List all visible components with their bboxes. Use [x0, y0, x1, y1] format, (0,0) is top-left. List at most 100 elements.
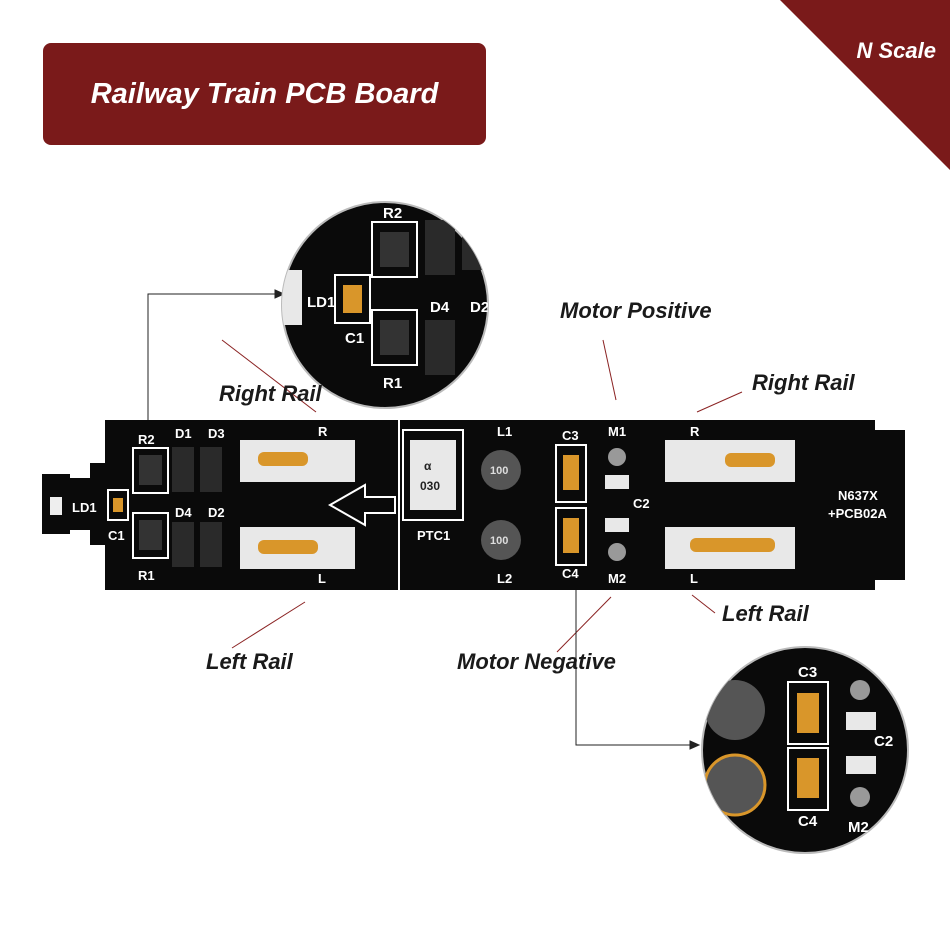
zoom-silk-c2: C2 [874, 733, 893, 750]
zoom-silk-led: LD1 [307, 294, 335, 311]
zoom-d-body [425, 320, 455, 375]
c3-body [563, 455, 579, 490]
ptc-code: 030 [420, 479, 440, 493]
zoom-c1-outline [334, 274, 371, 324]
silk-c3: C3 [562, 428, 579, 443]
zoom-circle-caps: C3 C4 C2 M2 [701, 646, 909, 854]
m2-pad [608, 543, 626, 561]
zoom-silk-r1: R1 [383, 375, 402, 392]
callout-right-rail-right: Right Rail [752, 370, 855, 395]
zoom-m2-pad [850, 787, 870, 807]
silk-l1: L1 [497, 424, 512, 439]
silk-m1: M1 [608, 424, 626, 439]
zoom-c1-body [343, 285, 362, 313]
corner-badge: N Scale [856, 38, 937, 63]
zoom-l1-inductor [705, 680, 765, 740]
callout-left-rail-left: Left Rail [206, 649, 293, 674]
c3-outline [555, 444, 587, 503]
silkscreen: R2 R1 D1 D3 D4 D2 C1 LD1 R L PTC1 L1 L2 … [72, 424, 887, 586]
rail-contact-gold [690, 538, 775, 552]
silk-l2: L2 [497, 571, 512, 586]
zoom-d-body [462, 225, 487, 270]
silk-d2: D2 [208, 505, 225, 520]
r2-body [139, 455, 162, 485]
zoom-r2-body [380, 232, 409, 267]
title-banner: Railway Train PCB Board [43, 43, 486, 145]
zoom-circle-led: LD1 C1 R2 R1 D4 D2 [281, 201, 489, 409]
rail-contact-gold [258, 452, 308, 466]
silk-ptc1: PTC1 [417, 528, 450, 543]
direction-arrow [327, 483, 396, 527]
silk-model-line1: N637X [838, 488, 878, 503]
d3-body [200, 447, 222, 492]
zoom-c3-outline [787, 681, 829, 745]
zoom-connector-led [147, 293, 275, 425]
silk-d3: D3 [208, 426, 225, 441]
silk-m2: M2 [608, 571, 626, 586]
zoom-c4-outline [787, 747, 829, 811]
silk-r-right: R [690, 424, 700, 439]
callout-line-right-rail-right [696, 391, 743, 413]
zoom-silk-r2: R2 [383, 205, 402, 222]
silk-r2: R2 [138, 432, 155, 447]
led-component [50, 497, 62, 515]
components-left [50, 447, 396, 567]
silk-l-left: L [318, 571, 326, 586]
zoom-c2-pad [846, 756, 876, 774]
silk-model-line2: +PCB02A [828, 506, 887, 521]
rail-pads-left [240, 440, 355, 569]
c1-body [113, 498, 123, 512]
silk-c2: C2 [633, 496, 650, 511]
c1-outline [107, 489, 129, 521]
zoom-c4-body [797, 758, 819, 798]
silk-d4: D4 [175, 505, 192, 520]
silk-led: LD1 [72, 500, 97, 515]
silk-r-left: R [318, 424, 328, 439]
rail-contact-gold [258, 540, 318, 554]
silk-r1: R1 [138, 568, 155, 583]
callout-right-rail-left: Right Rail [219, 381, 322, 406]
c4-outline [555, 507, 587, 566]
d1-body [172, 447, 194, 492]
callout-motor-positive: Motor Positive [560, 298, 712, 323]
callout-line-right-rail-left [221, 339, 317, 413]
zoom-connector-caps [575, 590, 690, 746]
r1-outline [132, 512, 169, 559]
silk-c4: C4 [562, 566, 579, 581]
zoom-r2-outline [371, 221, 418, 278]
zoom-l2-inductor [703, 753, 767, 817]
c4-body [563, 518, 579, 553]
pcb-right-section [400, 420, 905, 590]
rail-contact-gold [725, 453, 775, 467]
d2-body [200, 522, 222, 567]
zoom-arrowhead-caps [689, 740, 701, 750]
l2-inductor [481, 520, 521, 560]
zoom-silk-c1: C1 [345, 330, 364, 347]
zoom-silk-d2: D2 [470, 299, 489, 316]
corner-banner [780, 0, 950, 170]
page-title: Railway Train PCB Board [90, 78, 439, 110]
zoom-silk-c3: C3 [798, 664, 817, 681]
zoom-r1-outline [371, 309, 418, 366]
zoom-led-pad [282, 270, 302, 325]
callout-line-motor-positive [602, 339, 617, 401]
l2-marking: 100 [490, 535, 508, 547]
callout-line-left-rail-left [231, 601, 306, 649]
c2-pad-top [605, 475, 629, 489]
ptc-alpha: α [424, 459, 432, 473]
zoom-connectors [147, 289, 701, 750]
m1-pad [608, 448, 626, 466]
callout-left-rail-right: Left Rail [722, 601, 809, 626]
component-markings: α 030 100 100 [420, 459, 508, 547]
zoom-r1-body [380, 320, 409, 355]
silk-d1: D1 [175, 426, 192, 441]
rail-pads-right [665, 440, 795, 569]
zoom-silk-c4: C4 [798, 813, 818, 830]
zoom-c3-body [797, 693, 819, 733]
zoom-m1-pad [850, 680, 870, 700]
l1-marking: 100 [490, 465, 508, 477]
zoom-c2-pad [846, 712, 876, 730]
silk-c1: C1 [108, 528, 125, 543]
callout-line-left-rail-right [691, 594, 716, 614]
